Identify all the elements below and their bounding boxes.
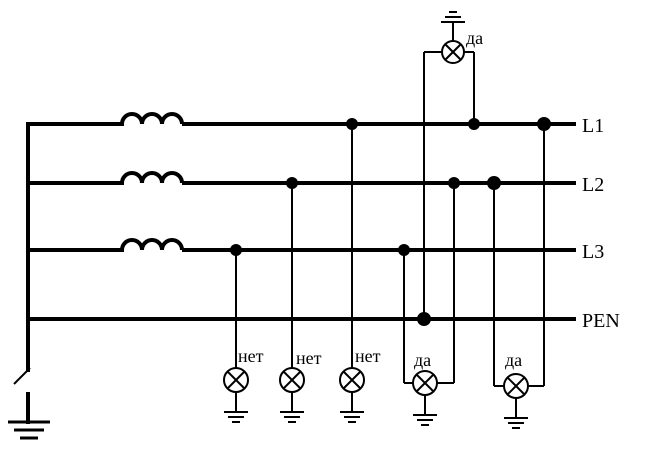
lamp-4-icon <box>412 370 438 396</box>
earth-ground-icon <box>8 420 50 440</box>
lamp-1-icon <box>223 367 249 393</box>
line-label-l1: L1 <box>582 115 604 137</box>
top-ground-icon <box>441 11 465 23</box>
lamp-4-ground-icon <box>413 414 437 426</box>
lamp-5-state: да <box>505 350 522 370</box>
line-label-pen: PEN <box>582 310 620 332</box>
lamp-5-ground-icon <box>504 417 528 429</box>
lamp-5-icon <box>503 373 529 399</box>
junction-dot <box>230 244 242 256</box>
lamp-1-state: нет <box>238 346 264 366</box>
l3-coil <box>120 238 184 251</box>
junction-dot <box>346 118 358 130</box>
earth-switch-blade <box>13 367 31 385</box>
lamp-top-state: да <box>466 28 483 48</box>
junction-dot <box>468 118 480 130</box>
lamp-3-ground-icon <box>340 411 364 423</box>
junction-dot <box>537 117 551 131</box>
lamp-2-ground-icon <box>280 411 304 423</box>
lamp-top-icon <box>441 40 465 64</box>
line-label-l2: L2 <box>582 174 604 196</box>
l2-coil <box>120 171 184 184</box>
junction-dot <box>398 244 410 256</box>
junction-dot <box>487 176 501 190</box>
lamp-1-ground-icon <box>224 411 248 423</box>
line-label-l3: L3 <box>582 241 604 263</box>
junction-dot <box>417 312 431 326</box>
junction-dot <box>286 177 298 189</box>
lamp-2-icon <box>279 367 305 393</box>
lamp-2-state: нет <box>296 348 322 368</box>
lamp-3-icon <box>339 367 365 393</box>
junction-dot <box>448 177 460 189</box>
lamp-4-state: да <box>414 350 431 370</box>
lamp-3-state: нет <box>355 346 381 366</box>
l1-coil <box>120 112 184 125</box>
